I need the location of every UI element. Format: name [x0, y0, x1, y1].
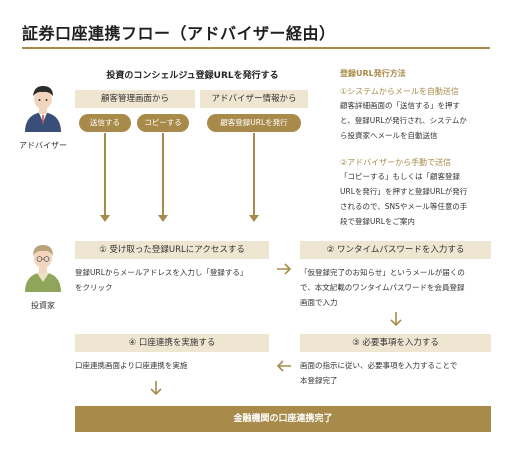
auto-send-title: ①システムからメールを自動送信: [340, 87, 459, 96]
arrow-line-copy: [162, 133, 164, 215]
arrow-down-icon: [100, 215, 110, 222]
title-divider: [22, 47, 490, 49]
page-title: 証券口座連携フロー（アドバイザー経由）: [22, 24, 336, 43]
arrow-down-icon: [150, 381, 162, 396]
investor-avatar: [22, 240, 64, 292]
issue-url-heading: 投資のコンシェルジュ登録URLを発行する: [106, 71, 279, 81]
arrow-down-icon: [390, 312, 402, 327]
step-2-body: 「仮登録完了のお知らせ」というメールが届くの で、本文記載のワンタイムパスワード…: [300, 268, 465, 307]
step-4-title: ④ 口座連携を実施する: [75, 334, 269, 352]
issue-register-url-button[interactable]: 顧客登録URLを発行: [207, 114, 301, 132]
copy-button[interactable]: コピーする: [137, 114, 189, 132]
step-4-body: 口座連携画面より口座連携を実施: [75, 361, 188, 370]
step-3-body: 画面の指示に従い、必要事項を入力することで 本登録完了: [300, 361, 458, 385]
advisor-label: アドバイザー: [19, 141, 67, 150]
advisor-person-icon: [25, 86, 61, 132]
manual-send-body: 「コピーする」もしくは「顧客登録 URLを発行」を押すと登録URLが発行 される…: [340, 172, 468, 226]
send-button[interactable]: 送信する: [79, 114, 131, 132]
arrow-left-icon: [276, 360, 291, 372]
step-3-title: ③ 必要事項を入力する: [300, 334, 491, 352]
advisor-avatar: [22, 82, 64, 132]
arrow-line-send: [104, 133, 106, 215]
step-1-title: ① 受け取った登録URLにアクセスする: [75, 241, 269, 259]
investor-person-icon: [25, 245, 61, 292]
step-1-body: 登録URLからメールアドレスを入力し「登録する」 をクリック: [75, 268, 248, 292]
arrow-right-icon: [277, 263, 292, 275]
arrow-down-icon: [249, 215, 259, 222]
from-admin-band: 顧客管理画面から: [75, 90, 195, 108]
final-banner: 金融機関の口座連携完了: [75, 406, 491, 432]
from-advisor-band: アドバイザー情報から: [200, 90, 308, 108]
arrow-line-issue: [253, 133, 255, 215]
manual-send-title: ②アドバイザーから手動で送信: [340, 158, 452, 167]
investor-label: 投資家: [31, 301, 55, 310]
auto-send-body: 顧客詳細画面の「送信する」を押す と、登録URLが発行され、システムか ら投資家…: [340, 101, 467, 140]
step-2-title: ② ワンタイムパスワードを入力する: [300, 241, 491, 259]
notes-heading: 登録URL発行方法: [340, 69, 406, 78]
arrow-down-icon: [158, 215, 168, 222]
